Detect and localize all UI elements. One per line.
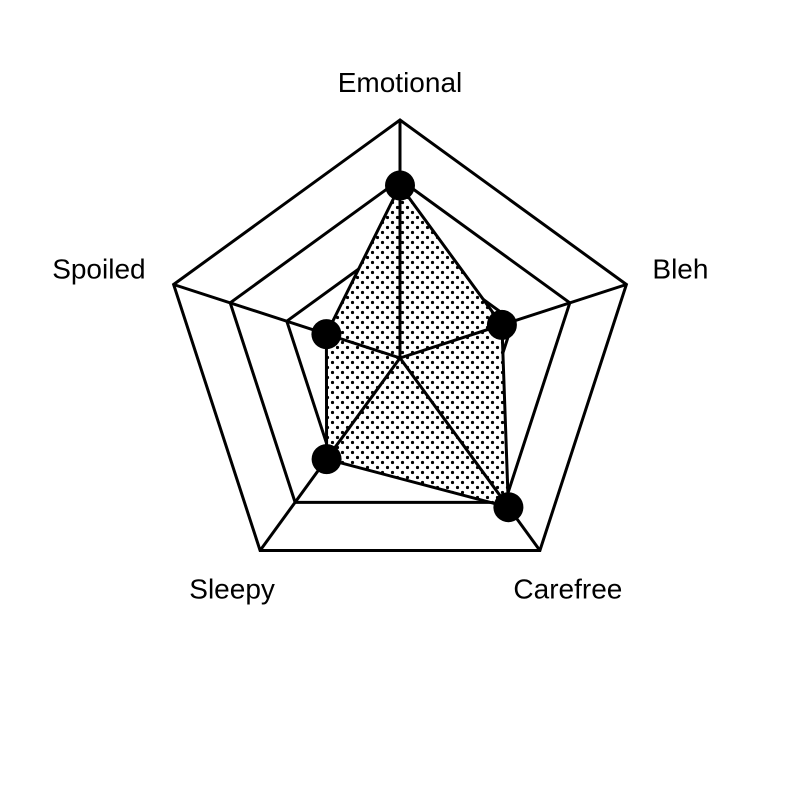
grid-ring-4 <box>171 118 629 552</box>
axis-label-emotional: Emotional <box>338 67 463 98</box>
axis-label-spoiled: Spoiled <box>52 254 145 285</box>
data-point-emotional <box>385 170 415 201</box>
spoke-spoiled <box>173 283 401 360</box>
axis-label-sleepy: Sleepy <box>189 574 275 605</box>
radar-series <box>173 120 627 552</box>
grid-ring-3 <box>228 177 572 504</box>
data-point-sleepy <box>311 444 342 475</box>
data-point-spoiled <box>311 319 342 350</box>
data-point-carefree <box>493 492 524 523</box>
axis-labels: Emotional Bleh Carefree Sleepy Spoiled <box>52 67 708 605</box>
series-area-0 <box>324 182 510 510</box>
data-point-bleh <box>486 309 517 340</box>
axis-label-carefree: Carefree <box>513 574 622 605</box>
axis-label-bleh: Bleh <box>652 254 708 285</box>
